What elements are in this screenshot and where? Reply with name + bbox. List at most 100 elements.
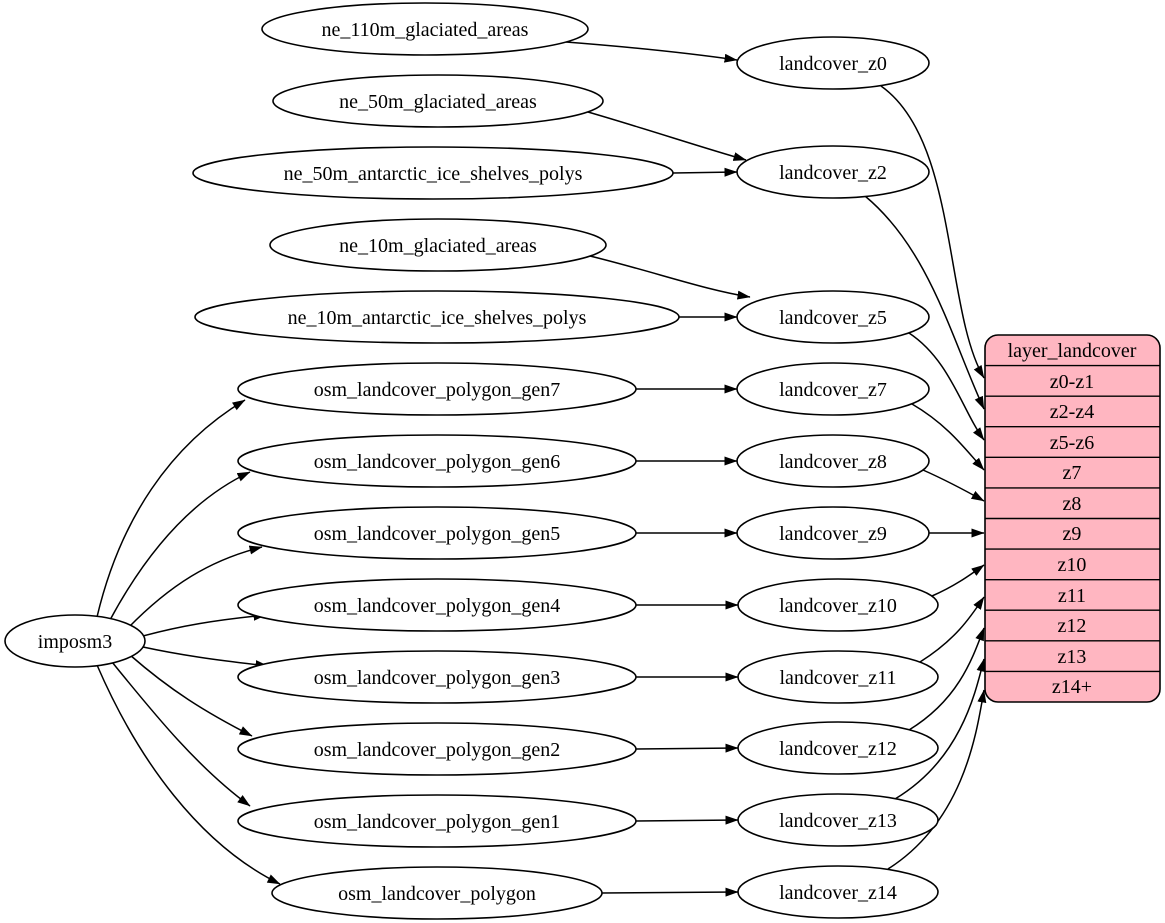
osm-landcover-polygon-gen4-shape — [237, 578, 637, 632]
node-osm-landcover-polygon-gen1: osm_landcover_polygon_gen1 — [237, 794, 637, 848]
edge-landcover-z0--layer-landcover-z0-z1 — [880, 85, 985, 379]
edge-imposm3--osm-landcover-polygon-gen1 — [111, 661, 251, 807]
record-row-z9: z9 — [1063, 523, 1082, 545]
record-row-z8: z8 — [1063, 493, 1082, 515]
edge-imposm3--osm-landcover-polygon — [96, 664, 281, 885]
record-row-z5-z6: z5-z6 — [1050, 432, 1094, 454]
edge-ne-10m-glaciated-areas--landcover-z5 — [589, 255, 751, 300]
node-osm-landcover-polygon-gen6: osm_landcover_polygon_gen6 — [237, 434, 637, 488]
node-osm-landcover-polygon: osm_landcover_polygon — [271, 866, 603, 920]
osm-landcover-polygon-gen7-shape — [237, 362, 637, 416]
node-osm-landcover-polygon-gen4: osm_landcover_polygon_gen4 — [237, 578, 637, 632]
ne-10m-glaciated-areas-shape — [269, 218, 607, 272]
osm-landcover-polygon-gen6-label: osm_landcover_polygon_gen6 — [314, 451, 561, 473]
landcover-z13-shape — [737, 793, 939, 847]
osm-landcover-polygon-gen3-label: osm_landcover_polygon_gen3 — [314, 667, 561, 689]
edge-landcover-z11--layer-landcover-z11 — [919, 596, 985, 663]
node-ne-50m-glaciated-areas: ne_50m_glaciated_areas — [272, 74, 604, 128]
ne-50m-antarctic-ice-shelves-polys-shape — [192, 146, 674, 200]
edge-imposm3--osm-landcover-polygon-gen3 — [142, 646, 269, 670]
landcover-z5-shape — [736, 290, 930, 344]
edge-ne-50m-glaciated-areas--landcover-z2 — [587, 111, 747, 161]
record-row-z14plus: z14+ — [1052, 676, 1092, 698]
osm-landcover-polygon-shape — [271, 866, 603, 920]
osm-landcover-polygon-gen5-shape — [237, 506, 637, 560]
node-ne-10m-glaciated-areas: ne_10m_glaciated_areas — [269, 218, 607, 272]
edge-landcover-z5--layer-landcover-z5-z6 — [908, 332, 985, 441]
record-row-z13: z13 — [1058, 646, 1087, 668]
landcover-z13-label: landcover_z13 — [779, 810, 897, 832]
edge-layer — [96, 41, 987, 897]
landcover-z9-shape — [736, 506, 930, 560]
edge-imposm3--osm-landcover-polygon-gen5 — [127, 545, 263, 629]
landcover-z9-label: landcover_z9 — [779, 523, 887, 545]
osm-landcover-polygon-gen2-shape — [237, 722, 637, 776]
ne-50m-glaciated-areas-label: ne_50m_glaciated_areas — [339, 91, 537, 113]
osm-landcover-polygon-gen5-label: osm_landcover_polygon_gen5 — [314, 523, 561, 545]
osm-landcover-polygon-gen2-label: osm_landcover_polygon_gen2 — [314, 739, 561, 761]
edge-landcover-z8--layer-landcover-z8 — [922, 469, 985, 502]
node-landcover-z10: landcover_z10 — [737, 578, 939, 632]
edge-imposm3--osm-landcover-polygon-gen7 — [96, 399, 246, 618]
record-row-z7: z7 — [1063, 462, 1082, 484]
node-landcover-z12: landcover_z12 — [737, 721, 939, 775]
landcover-z7-shape — [736, 362, 930, 416]
record-row-z12: z12 — [1058, 615, 1087, 637]
node-ne-10m-antarctic-ice-shelves-polys: ne_10m_antarctic_ice_shelves_polys — [194, 290, 680, 344]
landcover-z10-label: landcover_z10 — [779, 595, 897, 617]
landcover-z14-shape — [737, 865, 939, 919]
record-row-z11: z11 — [1058, 585, 1086, 607]
edge-landcover-z7--layer-landcover-z7 — [911, 403, 985, 471]
node-landcover-z2: landcover_z2 — [736, 145, 930, 199]
edge-landcover-z2--layer-landcover-z2-z4 — [864, 195, 985, 410]
landcover-z2-shape — [736, 145, 930, 199]
edge-imposm3--osm-landcover-polygon-gen4 — [142, 611, 267, 637]
node-ne-110m-glaciated-areas: ne_110m_glaciated_areas — [261, 2, 589, 56]
landcover-z2-label: landcover_z2 — [779, 162, 887, 184]
imposm3-label: imposm3 — [38, 631, 112, 653]
landcover-z8-shape — [736, 434, 930, 488]
edge-ne-50m-antarctic-ice-shelves-polys--landcover-z2 — [672, 167, 738, 177]
edge-landcover-z13--layer-landcover-z13 — [894, 658, 986, 800]
osm-landcover-polygon-label: osm_landcover_polygon — [338, 883, 536, 905]
edge-osm-landcover-polygon-gen1--landcover-z13 — [635, 815, 739, 825]
record-row-z0-z1: z0-z1 — [1050, 371, 1094, 393]
edge-ne-110m-glaciated-areas--landcover-z0 — [565, 41, 738, 63]
ne-10m-antarctic-ice-shelves-polys-shape — [194, 290, 680, 344]
edge-imposm3--osm-landcover-polygon-gen6 — [109, 471, 251, 621]
node-osm-landcover-polygon-gen7: osm_landcover_polygon_gen7 — [237, 362, 637, 416]
layer-landcover-title: layer_landcover — [1008, 340, 1137, 362]
osm-landcover-polygon-gen7-label: osm_landcover_polygon_gen7 — [314, 379, 561, 401]
osm-landcover-polygon-gen3-shape — [237, 650, 637, 704]
edge-osm-landcover-polygon--landcover-z14 — [601, 887, 739, 897]
node-landcover-z13: landcover_z13 — [737, 793, 939, 847]
node-landcover-z11: landcover_z11 — [737, 650, 939, 704]
osm-landcover-polygon-gen1-shape — [237, 794, 637, 848]
edge-landcover-z12--layer-landcover-z12 — [908, 627, 985, 731]
edge-imposm3--osm-landcover-polygon-gen2 — [129, 654, 253, 737]
ne-110m-glaciated-areas-label: ne_110m_glaciated_areas — [322, 19, 529, 41]
ne-10m-antarctic-ice-shelves-polys-label: ne_10m_antarctic_ice_shelves_polys — [288, 307, 587, 329]
osm-landcover-polygon-gen1-label: osm_landcover_polygon_gen1 — [314, 811, 561, 833]
landcover-z10-shape — [737, 578, 939, 632]
landcover-z8-label: landcover_z8 — [779, 451, 887, 473]
landcover-z12-label: landcover_z12 — [779, 738, 897, 760]
landcover-z5-label: landcover_z5 — [779, 307, 887, 329]
imposm3-shape — [4, 614, 146, 668]
node-osm-landcover-polygon-gen3: osm_landcover_polygon_gen3 — [237, 650, 637, 704]
landcover-z11-label: landcover_z11 — [780, 667, 897, 689]
ne-10m-glaciated-areas-label: ne_10m_glaciated_areas — [339, 235, 537, 257]
ne-50m-antarctic-ice-shelves-polys-label: ne_50m_antarctic_ice_shelves_polys — [284, 163, 583, 185]
node-osm-landcover-polygon-gen2: osm_landcover_polygon_gen2 — [237, 722, 637, 776]
node-landcover-z8: landcover_z8 — [736, 434, 930, 488]
landcover-z7-label: landcover_z7 — [779, 379, 887, 401]
record-row-z10: z10 — [1058, 554, 1087, 576]
node-landcover-z14: landcover_z14 — [737, 865, 939, 919]
node-layer-landcover: layer_landcover z0-z1 z2-z4 z5-z6 z7 z8 … — [984, 334, 1161, 703]
edge-landcover-z10--layer-landcover-z10 — [931, 564, 985, 597]
node-ne-50m-antarctic-ice-shelves-polys: ne_50m_antarctic_ice_shelves_polys — [192, 146, 674, 200]
landcover-z12-shape — [737, 721, 939, 775]
edge-osm-landcover-polygon-gen2--landcover-z12 — [635, 743, 739, 753]
landcover-z11-shape — [737, 650, 939, 704]
